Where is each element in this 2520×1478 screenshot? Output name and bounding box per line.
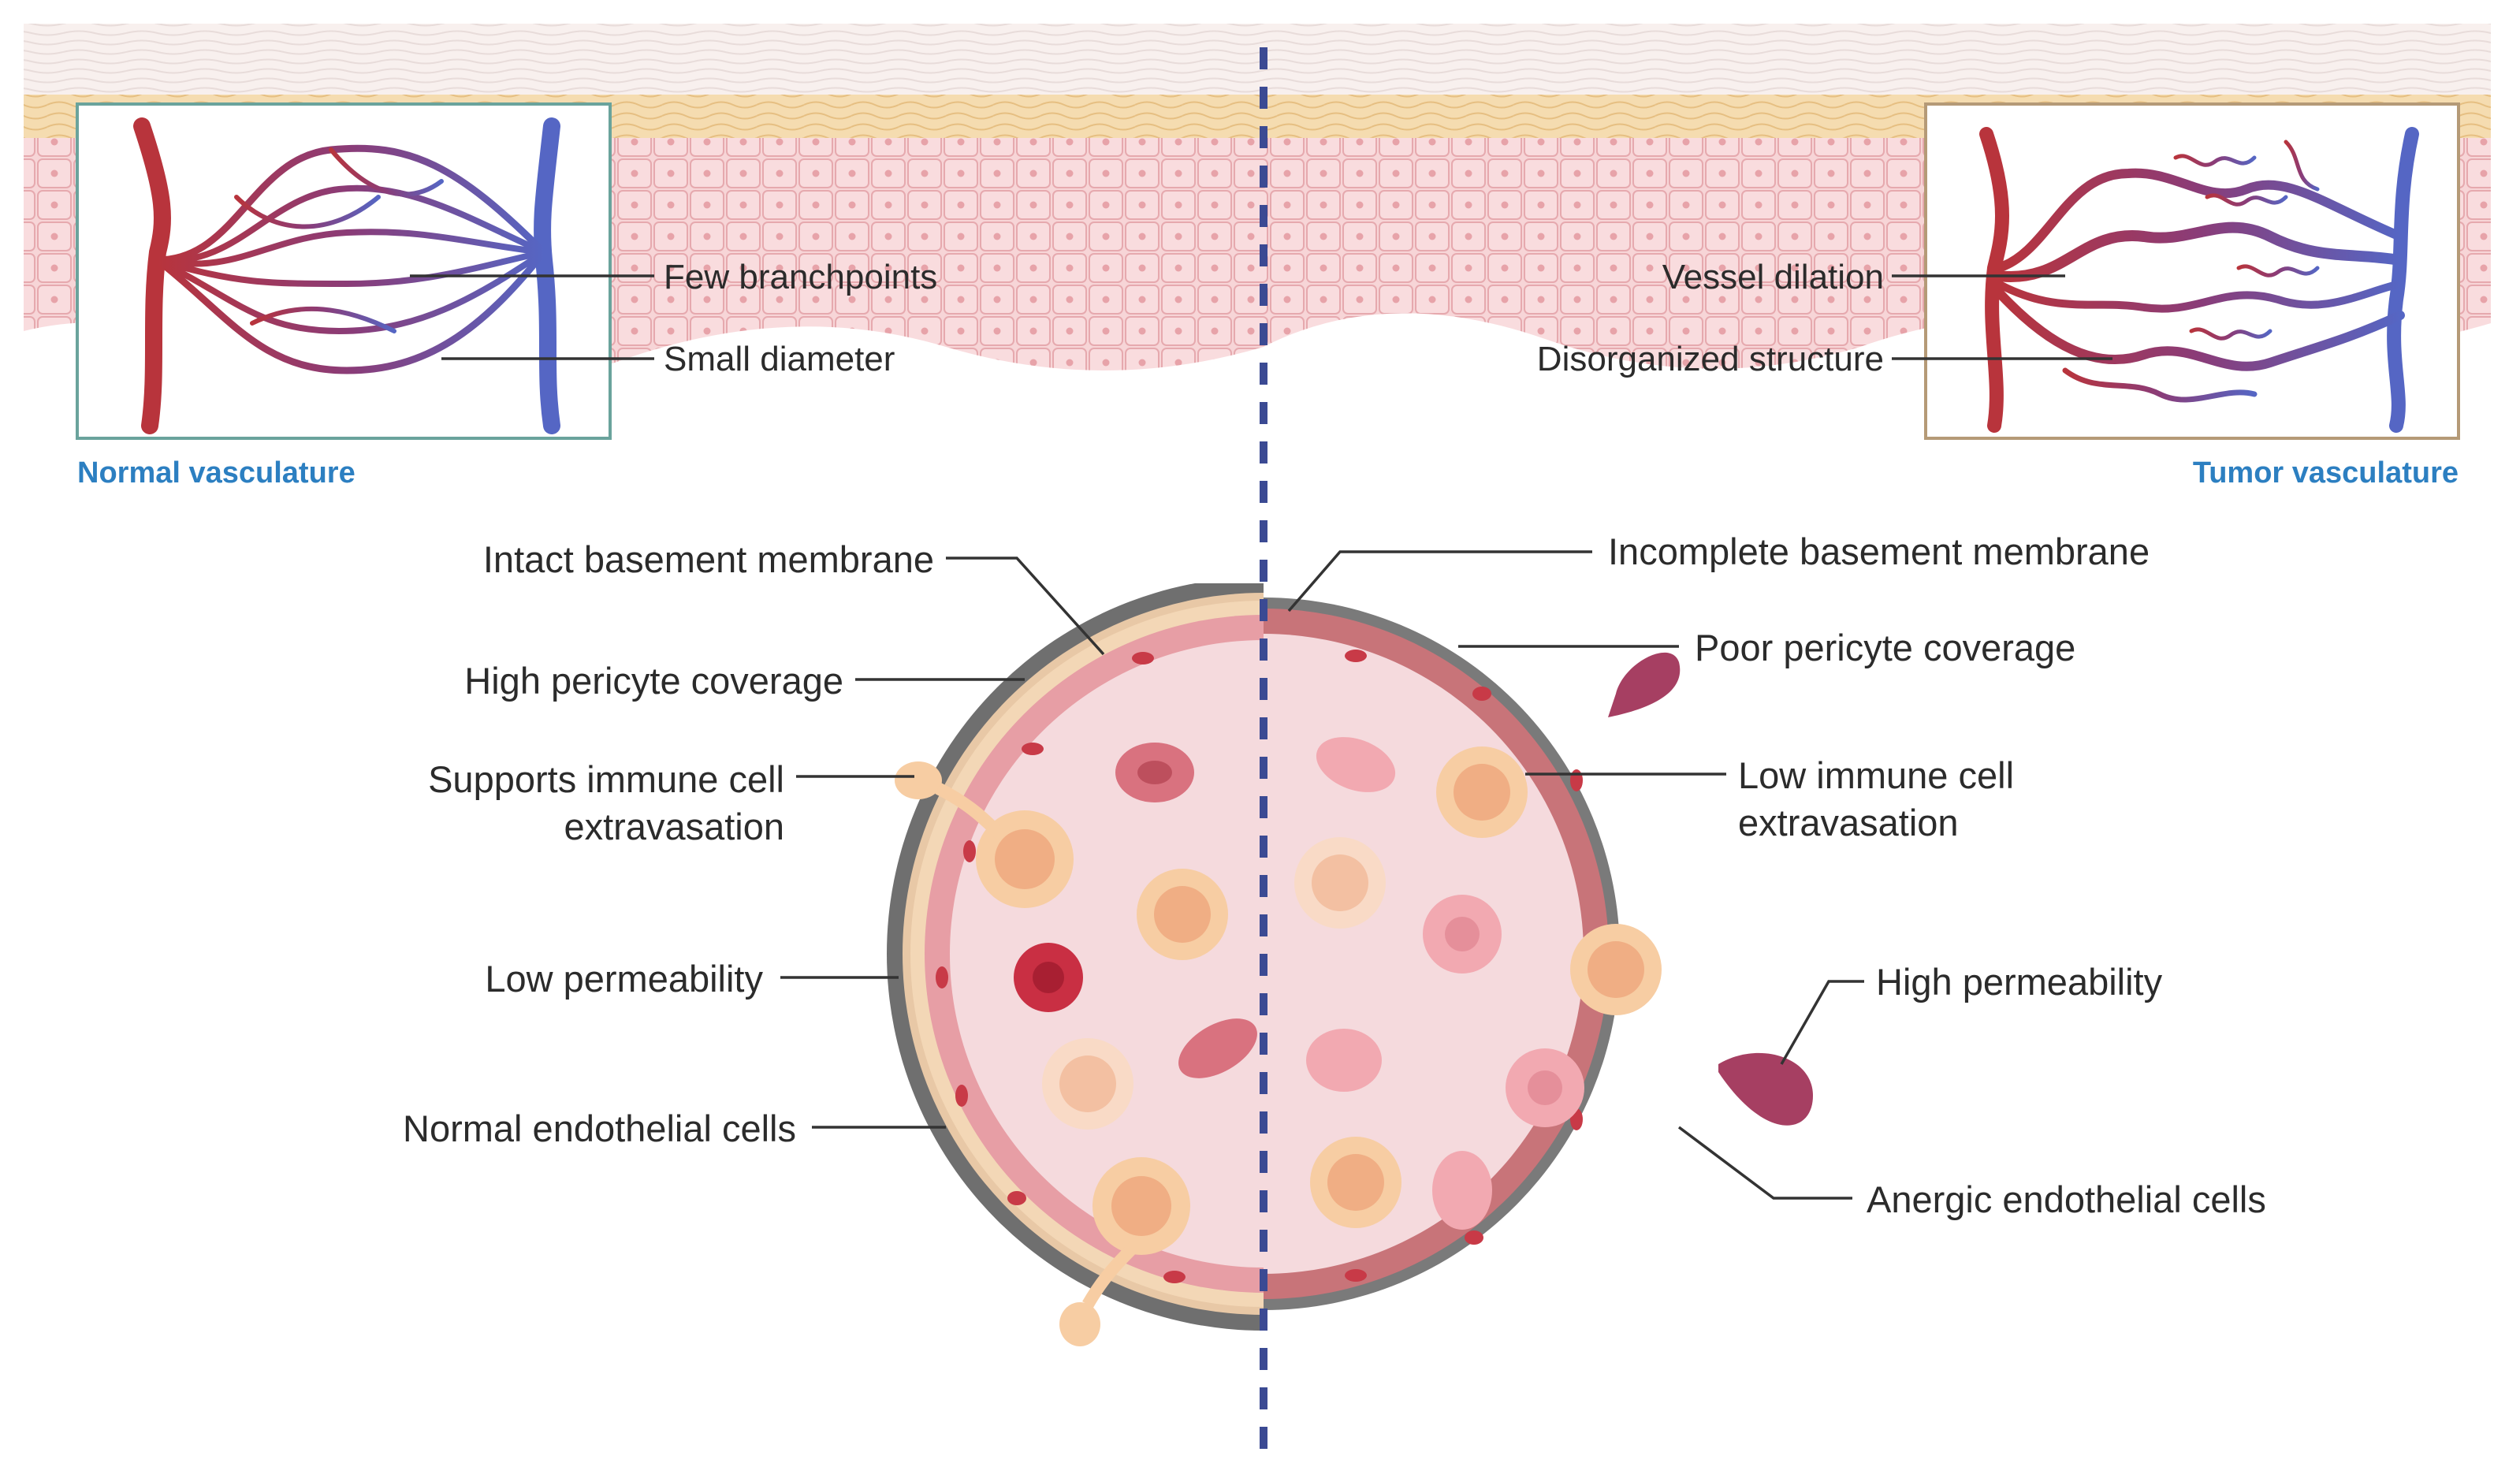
- disorganized-structure-label: Disorganized structure: [1537, 340, 1884, 378]
- incomplete-basement-membrane-label: Incomplete basement membrane: [1608, 531, 2150, 572]
- vessel-dilation-label: Vessel dilation: [1662, 258, 1884, 296]
- high-pericyte-coverage-label: High pericyte coverage: [464, 660, 843, 702]
- few-branchpoints-label: Few branchpoints: [664, 258, 937, 296]
- right-blood-cells: [1294, 652, 1813, 1230]
- right-leaders: [1287, 550, 1864, 1200]
- low-immune-cell-label: Low immune cell: [1738, 754, 2014, 796]
- normal-vasculature-title: Normal vasculature: [77, 456, 355, 490]
- intact-basement-membrane-label: Intact basement membrane: [483, 538, 934, 580]
- poor-pericyte-coverage-label: Poor pericyte coverage: [1695, 627, 2075, 668]
- supports-immune-cell-label: Supports immune cell: [428, 758, 784, 800]
- normal-vasculature-inset: Few branchpoints Small diameter Normal v…: [76, 102, 937, 490]
- anergic-endothelial-cells-label: Anergic endothelial cells: [1867, 1178, 2266, 1220]
- low-permeability-label: Low permeability: [485, 958, 763, 1000]
- extravasation-left-label: extravasation: [564, 806, 784, 847]
- left-leaders: [780, 557, 1105, 1129]
- small-diameter-label: Small diameter: [664, 340, 895, 378]
- left-blood-cells: [895, 743, 1257, 1346]
- extravasation-right-label: extravasation: [1738, 802, 1959, 843]
- tumor-vasculature-inset: Vessel dilation Disorganized structure T…: [1537, 102, 2460, 490]
- high-permeability-label: High permeability: [1876, 961, 2163, 1003]
- tumor-vasculature-title: Tumor vasculature: [2193, 456, 2459, 490]
- normal-endothelial-cells-label: Normal endothelial cells: [403, 1108, 796, 1149]
